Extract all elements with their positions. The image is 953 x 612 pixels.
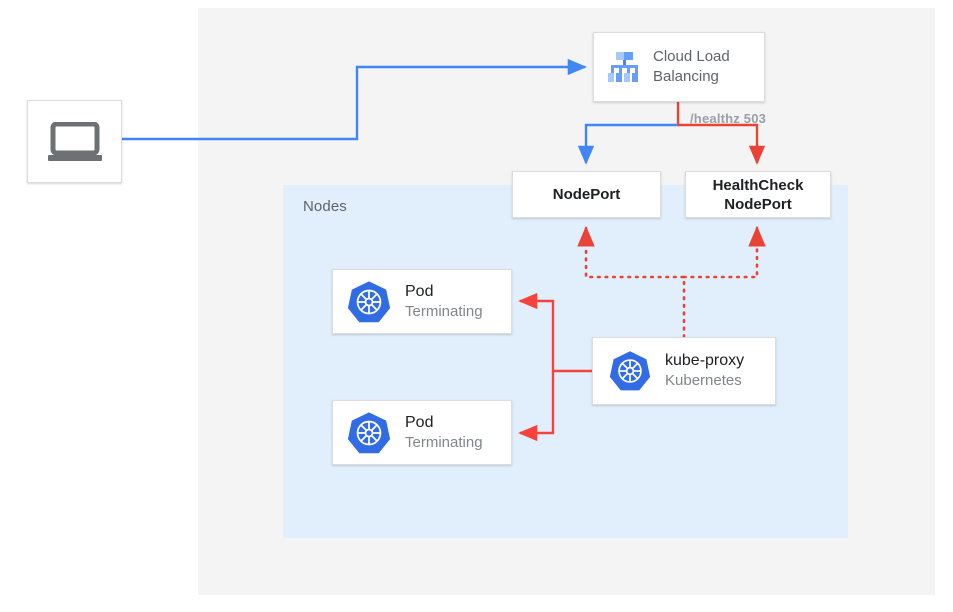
- kube-proxy-label: kube-proxy Kubernetes: [665, 351, 744, 391]
- clb-title-line1: Cloud Load: [653, 48, 730, 65]
- cloud-load-balancing-label: Cloud Load Balancing: [653, 47, 730, 87]
- healthcheck-nodeport-label: HealthCheck NodePort: [713, 176, 804, 214]
- edge-kubeproxy-to-healthcheck-dotted: [682, 225, 766, 279]
- hc-label-line1: HealthCheck: [712, 176, 804, 194]
- pod-2-title: Pod: [405, 413, 434, 431]
- laptop-icon: [47, 121, 102, 161]
- cloud-load-balancing-node: Cloud Load Balancing: [593, 32, 765, 102]
- healthcheck-nodeport-node: HealthCheck NodePort: [685, 171, 831, 218]
- kube-proxy-subtitle: Kubernetes: [665, 372, 742, 389]
- nodeport-label: NodePort: [552, 186, 621, 203]
- client-node: [27, 100, 122, 183]
- kube-proxy-node: kube-proxy Kubernetes: [592, 337, 776, 405]
- cloud-load-balancing-icon: [608, 52, 638, 82]
- pod-node-2: Pod Terminating: [332, 400, 512, 465]
- kube-proxy-title: kube-proxy: [665, 352, 745, 369]
- healthz-edge-label: /healthz 503: [690, 111, 767, 126]
- pod-1-label: Pod Terminating: [405, 282, 483, 322]
- nodes-region-label: Nodes: [303, 198, 347, 215]
- kubernetes-icon: [347, 411, 391, 453]
- edge-loadbalancer-nodeport: [577, 123, 678, 165]
- pod-2-subtitle: Terminating: [405, 433, 483, 451]
- kubernetes-icon: [347, 280, 391, 322]
- pod-2-label: Pod Terminating: [405, 413, 483, 453]
- kubernetes-icon: [609, 351, 651, 391]
- edge-kubeproxy-to-nodeport-dotted: [577, 225, 686, 339]
- edge-loadbalancer-healthcheck: [676, 102, 766, 165]
- edge-kubeproxy-to-pod2: [518, 371, 555, 442]
- edge-client-to-loadbalancer: [122, 58, 587, 141]
- pod-node-1: Pod Terminating: [332, 269, 512, 334]
- pod-1-title: Pod: [405, 282, 434, 300]
- edge-kubeproxy-to-pod1: [518, 292, 592, 373]
- nodeport-node: NodePort: [512, 171, 661, 218]
- hc-label-line2: NodePort: [724, 195, 792, 213]
- pod-1-subtitle: Terminating: [405, 302, 483, 320]
- clb-title-line2: Balancing: [653, 68, 719, 85]
